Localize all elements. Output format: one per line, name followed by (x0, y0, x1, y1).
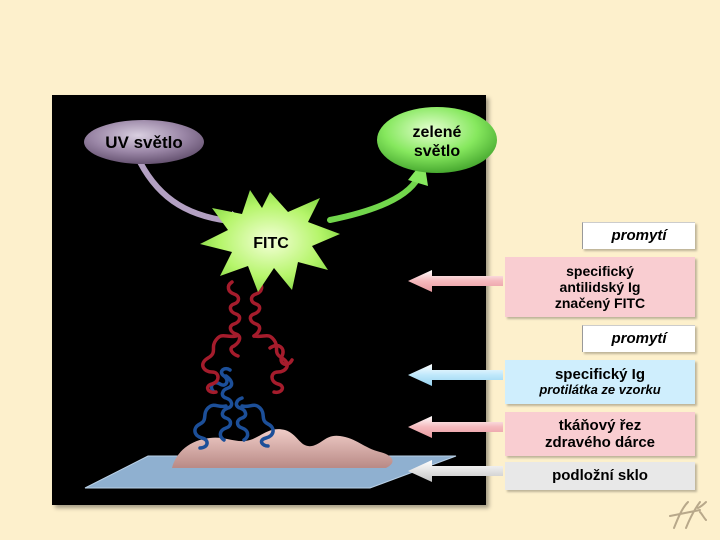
secondary-antibody-line1: specifický (566, 262, 634, 279)
glass-slide-label: podložní sklo (552, 467, 648, 485)
pointer-arrow-primary (408, 364, 503, 386)
green-light-node (377, 107, 497, 173)
wash-step-2: promytí (582, 325, 695, 352)
emission-arrow (327, 175, 421, 223)
green-light-label-line2: světlo (414, 143, 460, 160)
wash-step-1: promytí (582, 222, 695, 249)
wash-step-1-label: promytí (611, 227, 667, 245)
primary-antibody-box: specifický Ig protilátka ze vzorku (505, 360, 695, 404)
fitc-label: FITC (253, 235, 289, 252)
secondary-antibody (201, 280, 294, 395)
monogram-H-icon (669, 501, 707, 529)
pointer-arrow-tissue (408, 416, 503, 438)
green-light-label-line1: zelené (413, 124, 462, 141)
uv-light-label: UV světlo (105, 133, 182, 152)
pointer-arrow-slide (408, 460, 503, 482)
secondary-antibody-box: specifický antilidský Ig značený FITC (505, 257, 695, 317)
wash-step-2-label: promytí (611, 330, 667, 348)
tissue-section-line2: zdravého dárce (544, 434, 656, 451)
tissue-section-line1: tkáňový řez (558, 416, 642, 434)
tissue-section (172, 429, 393, 468)
secondary-antibody-line2: antilidský Ig (559, 278, 641, 295)
glass-slide-box: podložní sklo (505, 462, 695, 490)
tissue-section-box: tkáňový řez zdravého dárce (505, 412, 695, 456)
primary-antibody-title: specifický Ig (554, 365, 646, 383)
pointer-arrow-secondary (408, 270, 503, 292)
uv-light-node (84, 120, 204, 164)
fitc-starburst (200, 190, 340, 292)
secondary-antibody-line3: značený FITC (554, 295, 646, 312)
primary-antibody-subtitle: protilátka ze vzorku (539, 382, 661, 398)
